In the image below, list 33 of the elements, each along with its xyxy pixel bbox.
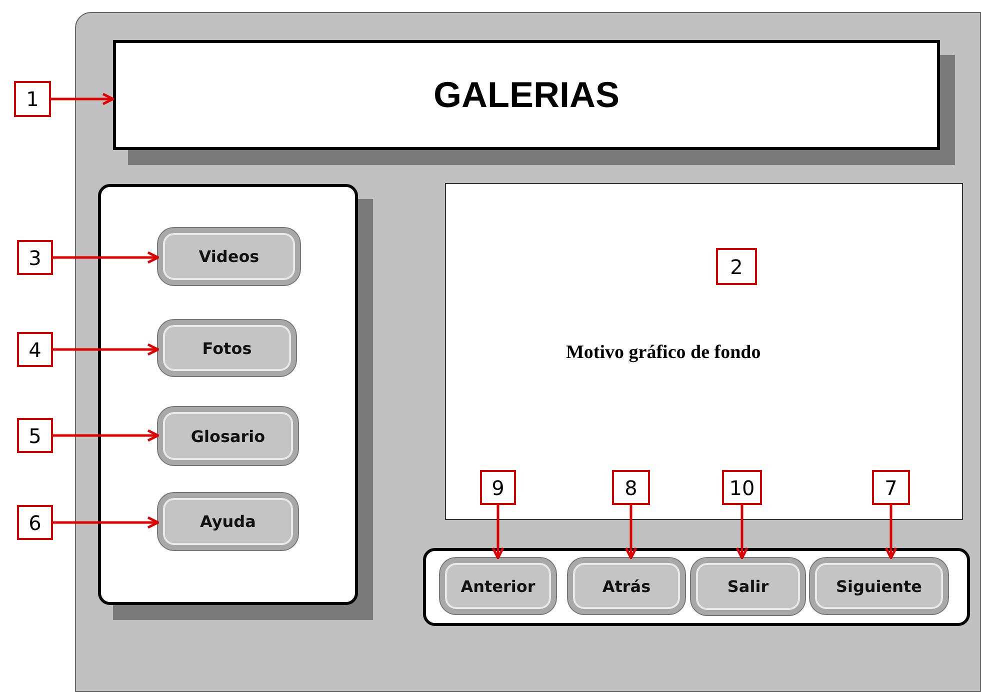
menu-button: Ayuda xyxy=(158,493,298,550)
menu-button: Salir xyxy=(691,558,805,615)
title-banner xyxy=(113,40,940,150)
callout-number: 7 xyxy=(872,470,910,505)
arrow xyxy=(53,516,160,529)
menu-button: Videos xyxy=(158,228,300,285)
arrow xyxy=(53,429,160,442)
menu-panel xyxy=(423,548,970,626)
menu-button: Fotos xyxy=(158,320,296,376)
callout-number: 3 xyxy=(17,240,53,275)
description-text: Motivo gráfico de fondo xyxy=(566,342,761,364)
callout-number: 6 xyxy=(17,505,53,540)
arrow xyxy=(53,251,160,264)
callout-number: 1 xyxy=(14,81,51,117)
callout-number: 5 xyxy=(17,418,53,453)
callout-number: 8 xyxy=(612,470,650,505)
menu-panel xyxy=(98,184,358,605)
arrow xyxy=(624,505,638,560)
callout-number: 10 xyxy=(722,470,762,505)
content-area xyxy=(445,183,963,520)
menu-button: Atrás xyxy=(568,558,685,614)
arrow xyxy=(736,505,748,560)
menu-button: Glosario xyxy=(158,407,298,465)
arrow xyxy=(53,343,160,356)
callout-number: 9 xyxy=(480,470,516,505)
callout-number: 2 xyxy=(716,248,757,285)
menu-button: Siguiente xyxy=(810,558,948,614)
arrow xyxy=(51,92,114,106)
arrow xyxy=(492,505,504,560)
arrow xyxy=(884,505,898,560)
title-text: GALERIAS xyxy=(433,74,620,116)
menu-button: Anterior xyxy=(440,558,556,614)
callout-number: 4 xyxy=(17,332,53,367)
